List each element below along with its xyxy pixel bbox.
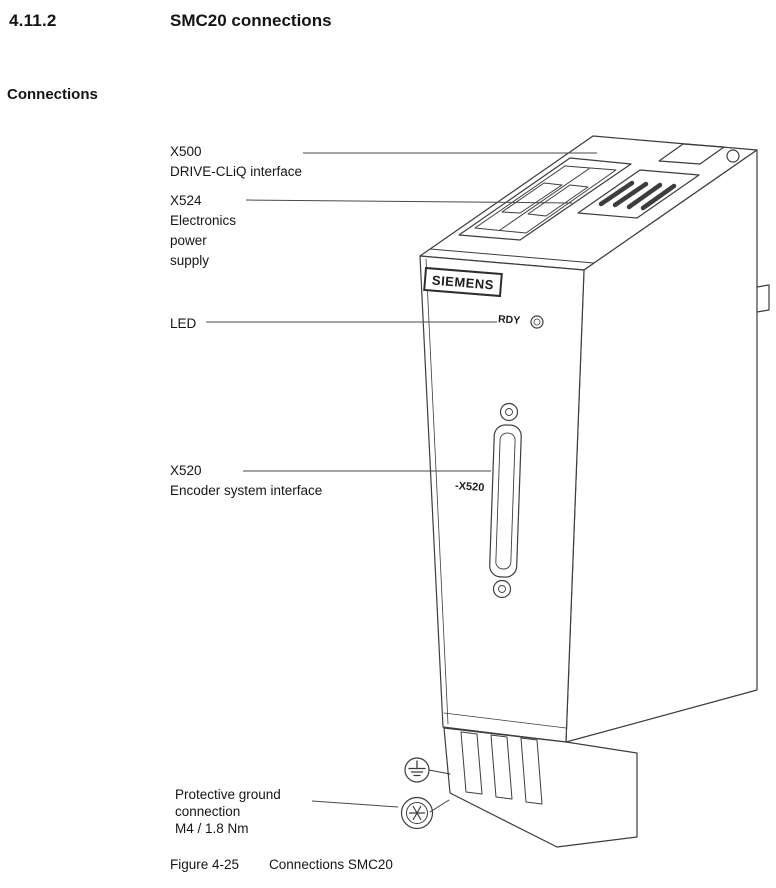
device-top-face	[419, 135, 758, 271]
callout-x524: X524 Electronics power supply	[170, 191, 236, 271]
drive-cliq-ports	[458, 157, 632, 241]
callout-x524-line3: power	[170, 233, 207, 248]
power-terminal-x524	[577, 169, 700, 219]
figure-caption: Figure 4-25 Connections SMC20	[170, 857, 393, 872]
rdy-led-label: RDY	[497, 313, 521, 327]
rear-cutout	[658, 143, 725, 165]
top-screw	[726, 149, 740, 163]
callout-ground: Protective ground connection M4 / 1.8 Nm	[175, 786, 281, 837]
device-front-face	[419, 255, 585, 743]
callout-led-line1: LED	[170, 316, 197, 331]
callout-ground-line3: M4 / 1.8 Nm	[175, 821, 249, 836]
ground-symbol-icon	[404, 757, 430, 783]
callout-x500: X500 DRIVE-CLiQ interface	[170, 142, 302, 182]
leader-lines	[206, 152, 597, 808]
siemens-logo-text: SIEMENS	[431, 272, 495, 292]
connector-designator-x520: -X520	[454, 479, 485, 495]
callout-ground-line1: Protective ground	[175, 787, 281, 802]
figure-caption-label: Figure 4-25	[170, 857, 240, 872]
encoder-connector-x520	[489, 402, 522, 599]
ground-screw	[400, 796, 434, 830]
callout-x500-line2: DRIVE-CLiQ interface	[170, 164, 303, 179]
callout-x520-line1: X520	[170, 463, 202, 478]
subheading: Connections	[7, 86, 98, 103]
din-rail-clip	[756, 284, 770, 313]
section-number: 4.11.2	[9, 11, 57, 30]
leader-line-x524	[245, 199, 573, 204]
callout-x524-line4: supply	[170, 253, 210, 268]
rdy-led	[530, 315, 544, 329]
leader-line-ground	[311, 800, 399, 808]
callout-x520: X520 Encoder system interface	[170, 461, 322, 501]
mounting-bracket	[443, 727, 638, 848]
callout-x524-line1: X524	[170, 193, 202, 208]
callout-x520-line2: Encoder system interface	[170, 483, 323, 498]
section-title: SMC20 connections	[170, 11, 332, 30]
figure-caption-title: Connections SMC20	[269, 857, 393, 872]
ground-connection	[400, 757, 451, 830]
callout-x500-line1: X500	[170, 144, 202, 159]
callout-x524-line2: Electronics	[170, 213, 237, 228]
callout-led: LED	[170, 314, 196, 334]
callout-ground-line2: connection	[175, 804, 241, 819]
